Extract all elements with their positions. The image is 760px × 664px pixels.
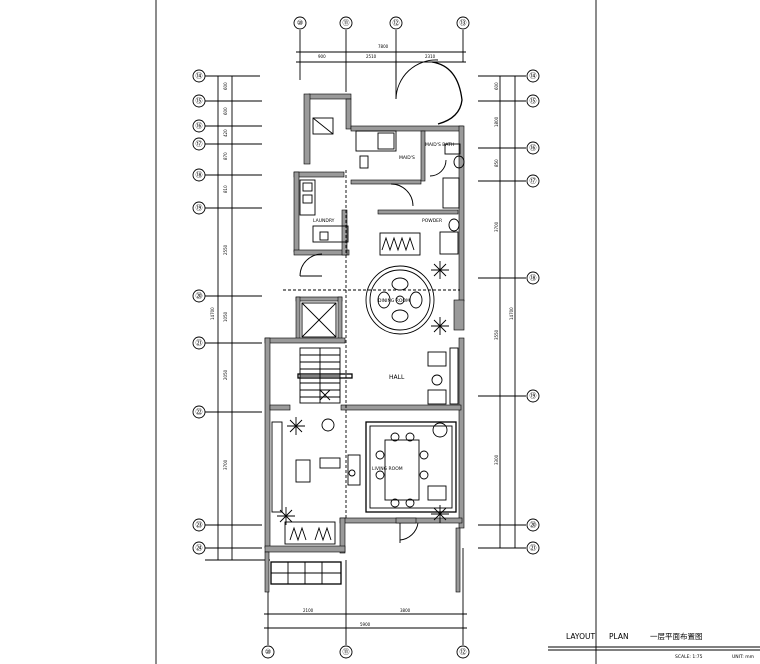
grid-right-3: ⑯ — [530, 144, 537, 152]
grid-top-1: ⑩ — [297, 19, 303, 27]
title-plan: PLAN — [609, 632, 629, 641]
svg-text:900: 900 — [318, 54, 326, 59]
room-label-maids-bath: MAID'S BATH — [425, 142, 454, 148]
svg-text:14700: 14700 — [509, 307, 514, 320]
grid-left-1: ⑭ — [196, 72, 203, 80]
svg-text:1050: 1050 — [223, 311, 228, 322]
title-block: LAYOUT PLAN 一层平面布置图 SCALE: 1:75 UNIT: mm — [548, 631, 760, 660]
grid-left-3: ⑯ — [196, 122, 203, 130]
svg-text:870: 870 — [223, 152, 228, 160]
svg-text:3550: 3550 — [494, 329, 499, 340]
grid-bottom-3: ⑫ — [460, 648, 467, 656]
grid-left-8: ㉑ — [196, 339, 203, 347]
svg-text:850: 850 — [494, 159, 499, 167]
title-cn: 一层平面布置图 — [650, 631, 703, 641]
grid-left-6: ⑲ — [196, 204, 203, 212]
svg-text:600: 600 — [223, 107, 228, 115]
svg-text:3700: 3700 — [494, 221, 499, 232]
svg-text:600: 600 — [223, 82, 228, 90]
svg-text:3700: 3700 — [223, 459, 228, 470]
top-grid: 900 2510 2310 7800 ⑩ ⑪ ⑫ ⑬ — [293, 16, 470, 92]
grid-left-9: ㉒ — [196, 408, 203, 416]
svg-text:2100: 2100 — [303, 608, 314, 613]
grid-bottom-1: ⑩ — [265, 648, 271, 656]
doors — [299, 59, 463, 543]
grid-bottom-2: ⑪ — [343, 648, 350, 656]
title-scale: SCALE: 1:75 — [675, 654, 703, 660]
room-label-laundry: LAUNDRY — [313, 218, 335, 224]
title-unit: UNIT: mm — [732, 654, 754, 660]
room-label-maids: MAID'S — [399, 155, 415, 161]
svg-text:420: 420 — [223, 129, 228, 137]
room-label-dining: DINING ROOM — [378, 298, 410, 304]
grid-right-4: ⑰ — [530, 177, 537, 185]
svg-text:2310: 2310 — [425, 54, 436, 59]
grid-left-4: ⑰ — [196, 140, 203, 148]
svg-text:2050: 2050 — [223, 369, 228, 380]
room-label-powder: POWDER — [422, 218, 442, 224]
grid-right-7: ⑳ — [530, 521, 537, 529]
grid-right-5: ⑱ — [530, 274, 537, 282]
svg-text:5900: 5900 — [360, 622, 371, 627]
svg-text:1800: 1800 — [494, 116, 499, 127]
svg-text:2510: 2510 — [366, 54, 377, 59]
room-label-hall: HALL — [389, 374, 405, 381]
grid-top-2: ⑪ — [343, 19, 350, 27]
grid-left-5: ⑱ — [196, 171, 203, 179]
walls — [264, 93, 465, 593]
svg-text:600: 600 — [494, 82, 499, 90]
grid-right-8: ㉑ — [530, 544, 537, 552]
left-grid: 600 600 420 870 810 2550 1050 2050 3700 … — [192, 69, 270, 561]
grid-right-2: ⑮ — [530, 97, 537, 105]
grid-top-3: ⑫ — [393, 19, 400, 27]
title-layout: LAYOUT — [566, 632, 595, 641]
grid-right-6: ⑲ — [530, 392, 537, 400]
svg-text:810: 810 — [223, 185, 228, 193]
grid-top-4: ⑬ — [460, 19, 467, 27]
svg-text:3300: 3300 — [494, 454, 499, 465]
svg-text:14700: 14700 — [210, 307, 215, 320]
axis-lines — [283, 170, 460, 520]
svg-text:2550: 2550 — [223, 244, 228, 255]
grid-left-10: ㉓ — [196, 521, 203, 529]
bottom-grid: 2100 3800 5900 ⑩ ⑪ ⑫ — [261, 548, 470, 659]
svg-text:3800: 3800 — [400, 608, 411, 613]
grid-right-1: ⑭ — [530, 72, 537, 80]
grid-left-11: ㉔ — [196, 544, 203, 552]
grid-left-2: ⑮ — [196, 97, 203, 105]
grid-left-7: ⑳ — [196, 292, 203, 300]
room-labels: MAID'S MAID'S BATH LAUNDRY POWDER DINING… — [313, 142, 454, 472]
room-label-living: LIVING ROOM — [372, 466, 403, 472]
svg-text:7800: 7800 — [378, 44, 389, 49]
right-grid: 600 1800 850 3700 3550 3300 14700 ⑭ ⑮ ⑯ … — [478, 69, 540, 555]
furniture — [270, 117, 465, 585]
